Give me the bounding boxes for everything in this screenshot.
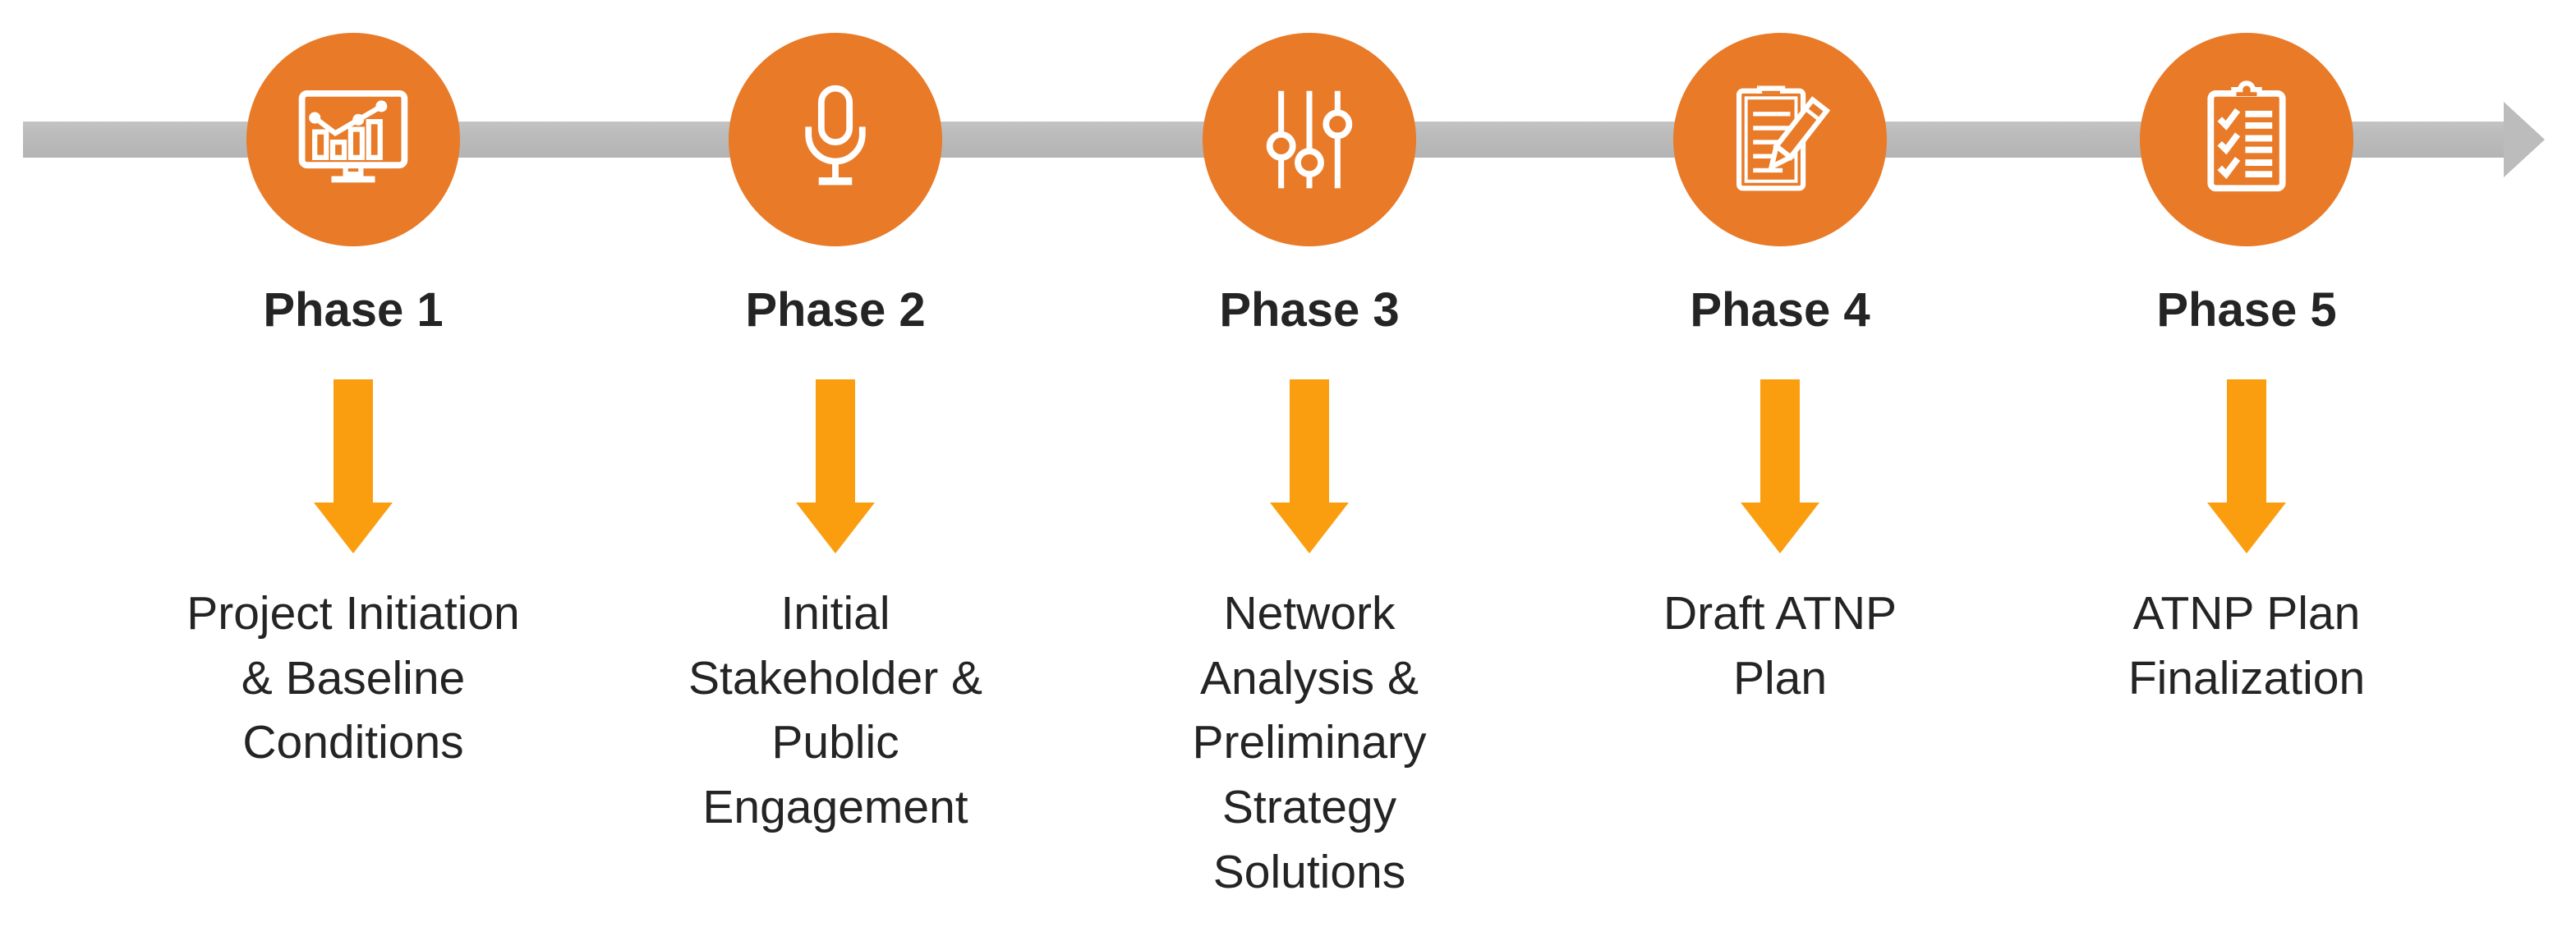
- phase-2-circle: [729, 33, 942, 246]
- phase-column-5: Phase 5 ATNP Plan Finalization: [2000, 0, 2493, 941]
- phase-description: Draft ATNP Plan: [1663, 587, 1897, 705]
- phase-description: Initial Stakeholder & Public Engagement: [688, 587, 983, 833]
- phase-label: Phase 5: [2156, 283, 2337, 337]
- phase-description: ATNP Plan Finalization: [2128, 587, 2366, 705]
- phase-label: Phase 3: [1219, 283, 1400, 337]
- checklist-clipboard-icon: [2207, 80, 2286, 192]
- phase-description: Project Initiation & Baseline Conditions: [186, 587, 520, 769]
- timeline-right-arrow-head-icon: [2504, 102, 2545, 177]
- phase-column-4: Phase 4 Draft ATNP Plan: [1534, 0, 2026, 941]
- phase-column-1: Phase 1 Project Initiation & Baseline Co…: [107, 0, 600, 941]
- microphone-icon: [805, 85, 866, 186]
- phase-label: Phase 1: [263, 283, 444, 337]
- down-arrow-icon: [2207, 379, 2286, 553]
- phase-column-3: Phase 3 Network Analysis & Preliminary S…: [1063, 0, 1556, 941]
- phase-column-2: Phase 2 Initial Stakeholder & Public Eng…: [589, 0, 1082, 941]
- clipboard-pencil-icon: [1736, 85, 1831, 191]
- phase-5-circle: [2140, 33, 2353, 246]
- phase-label: Phase 4: [1690, 283, 1870, 337]
- phase-description: Network Analysis & Preliminary Strategy …: [1192, 587, 1427, 898]
- monitor-chart-icon: [298, 90, 408, 183]
- phase-3-circle: [1203, 33, 1416, 246]
- down-arrow-icon: [1270, 379, 1349, 553]
- phase-4-circle: [1673, 33, 1887, 246]
- sliders-icon: [1266, 90, 1353, 189]
- phase-1-circle: [246, 33, 460, 246]
- down-arrow-icon: [1741, 379, 1819, 553]
- down-arrow-icon: [796, 379, 875, 553]
- down-arrow-icon: [314, 379, 393, 553]
- phase-label: Phase 2: [745, 283, 926, 337]
